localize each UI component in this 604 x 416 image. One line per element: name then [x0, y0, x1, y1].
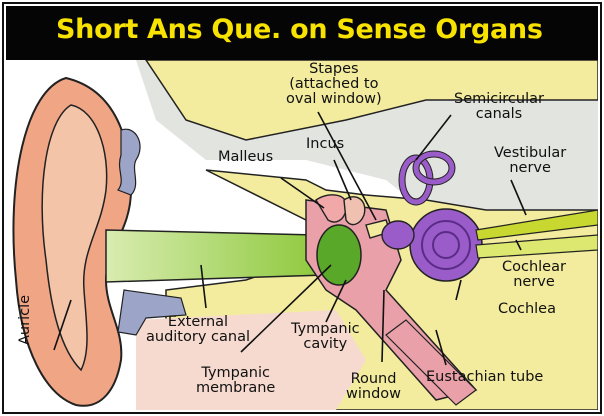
label-line: Cochlea — [498, 301, 556, 317]
label-line: cavity — [303, 336, 348, 352]
cartilage-upper — [117, 128, 141, 196]
label-line: nerve — [513, 274, 555, 290]
label-line: auditory canal — [146, 329, 250, 345]
label-eustachian-tube: Eustachian tube — [426, 370, 543, 385]
leader-semicircular — [415, 114, 452, 161]
label-line: nerve — [509, 160, 551, 176]
label-line: Tympanic — [291, 321, 360, 337]
label-cochlea: Cochlea — [498, 302, 556, 317]
page-title: Short Ans Que. on Sense Organs — [56, 14, 543, 45]
auricle-inner — [41, 104, 108, 372]
leader-tympanic-cavity — [325, 279, 347, 323]
label-line: canals — [475, 106, 523, 122]
eustachian-tube-shape — [385, 319, 477, 406]
label-line: Semicircular — [454, 91, 544, 107]
leader-cochlear-nerve — [515, 239, 522, 251]
label-line: Incus — [306, 136, 345, 152]
label-line: Tympanic — [201, 365, 270, 381]
label-incus: Incus — [306, 137, 344, 152]
label-line: External — [167, 314, 229, 330]
incus-shape — [343, 196, 366, 226]
leader-stapes — [317, 111, 377, 221]
cartilage-lower — [117, 289, 187, 336]
leader-auricle — [53, 299, 72, 351]
cochlea-shape — [409, 208, 483, 282]
label-line: Eustachian tube — [426, 369, 544, 385]
leader-external-canal — [200, 264, 207, 309]
label-line: Auricle — [17, 294, 33, 345]
label-line: oval window) — [286, 91, 382, 107]
label-line: Stapes — [309, 61, 359, 77]
label-line: membrane — [196, 380, 276, 396]
leader-vestibular — [510, 179, 527, 216]
leader-round-window — [381, 289, 385, 363]
leader-malleus — [280, 177, 325, 209]
label-line: Round — [350, 371, 397, 387]
leader-cochlea — [455, 279, 462, 301]
cochlea-coil-2 — [432, 231, 460, 259]
label-line: (attached to — [289, 76, 379, 92]
title-banner: Short Ans Que. on Sense Organs — [6, 6, 598, 60]
skin-lower — [136, 310, 366, 410]
label-line: Vestibular — [494, 145, 567, 161]
leader-eustachian — [435, 329, 447, 366]
label-line: Cochlear — [502, 259, 566, 275]
label-line: Malleus — [218, 149, 274, 165]
leader-incus — [333, 159, 352, 201]
label-malleus: Malleus — [218, 150, 273, 165]
label-line: window — [346, 386, 402, 402]
external-auditory-canal — [105, 229, 327, 283]
leader-tympanic-membrane — [240, 264, 332, 353]
vestibule-shape — [381, 220, 415, 250]
ear-anatomy-drawing — [6, 59, 599, 411]
label-auricle: Auricle — [17, 294, 33, 345]
cochlea-coil-1 — [421, 220, 471, 270]
semicircular-canal-b — [413, 151, 455, 185]
tympanic-membrane-shape — [316, 224, 362, 286]
